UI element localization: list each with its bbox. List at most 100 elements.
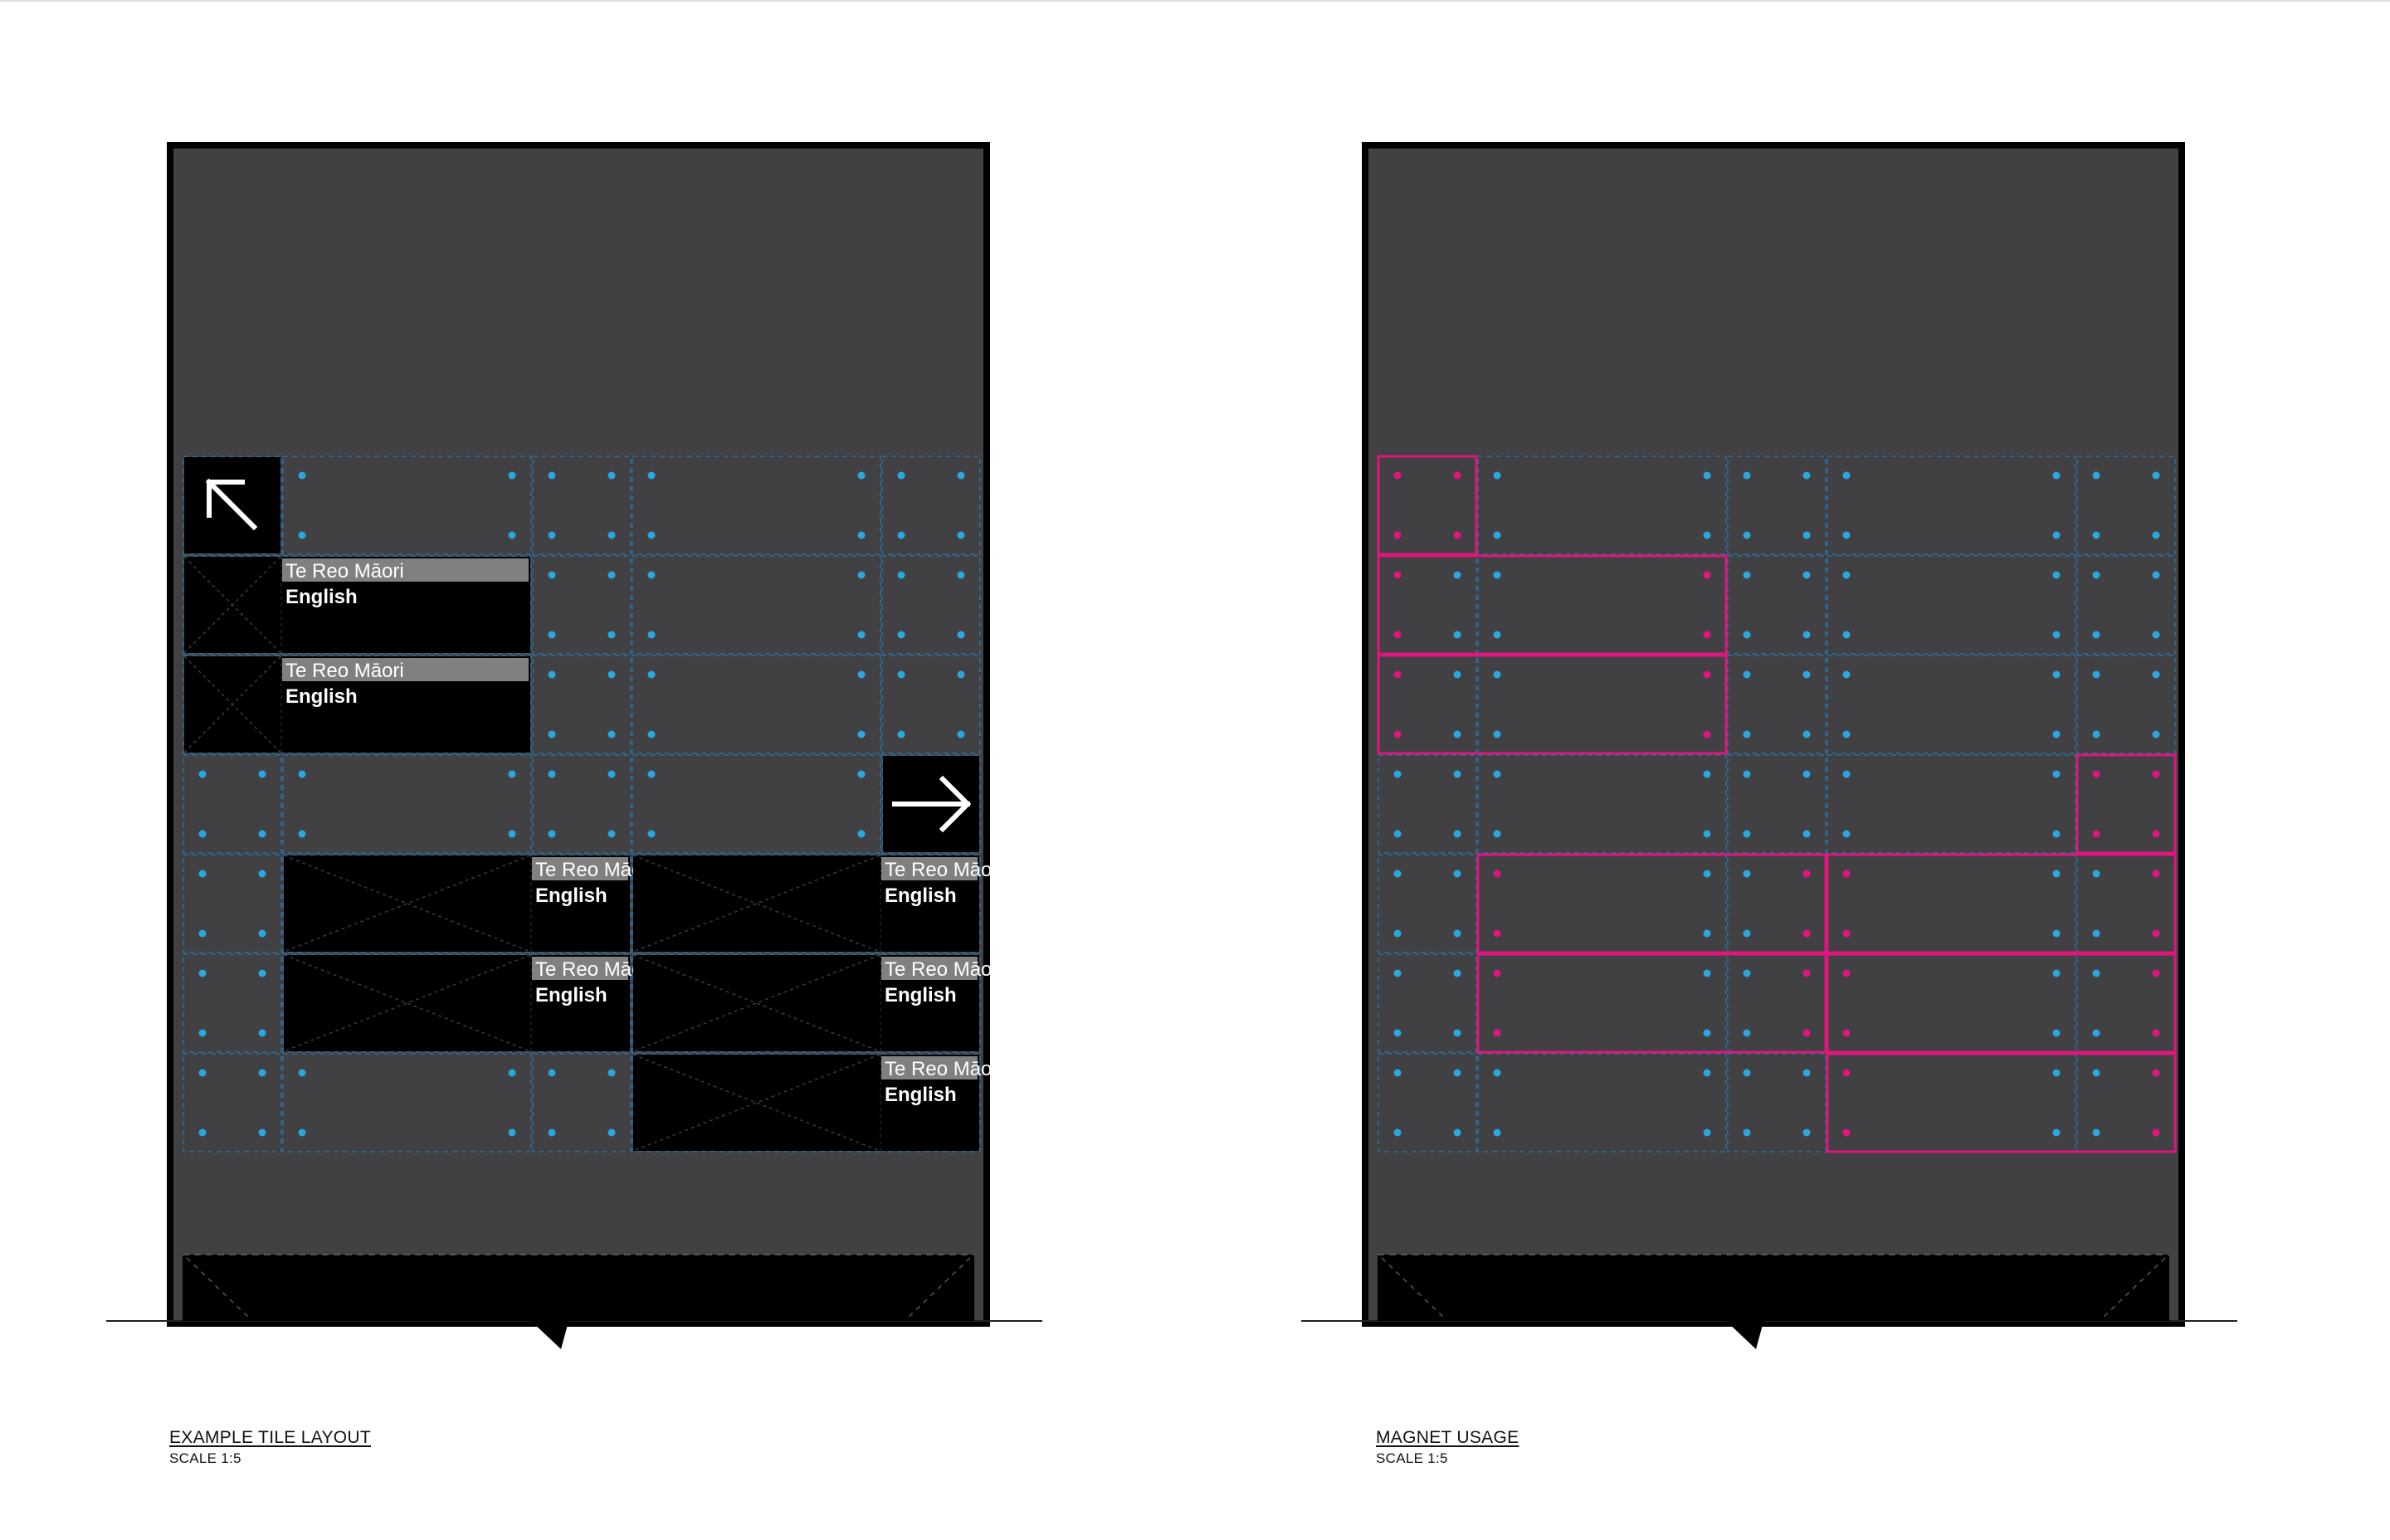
highlight-magnet-dot bbox=[1802, 870, 1811, 878]
magnet-dot bbox=[897, 730, 905, 738]
magnet-dot bbox=[607, 631, 616, 639]
grid-cell bbox=[1477, 754, 1727, 854]
magnet-dot bbox=[1802, 1069, 1811, 1077]
magnet-dot bbox=[2152, 670, 2160, 679]
highlight-magnet-dot bbox=[2152, 929, 2160, 938]
magnet-dot bbox=[2092, 670, 2100, 679]
grid-cell bbox=[1477, 456, 1727, 555]
magnet-dot bbox=[1393, 969, 1402, 977]
grid-cell bbox=[1378, 1053, 1477, 1153]
magnet-dot bbox=[508, 531, 516, 539]
label-band bbox=[282, 658, 529, 681]
grid-cell bbox=[2076, 555, 2176, 655]
magnet-highlight-outline bbox=[1377, 654, 1728, 755]
magnet-dot bbox=[2052, 471, 2061, 480]
magnet-dot bbox=[1453, 1128, 1461, 1137]
grid-cell bbox=[1378, 754, 1477, 854]
magnet-dot bbox=[258, 1128, 266, 1137]
magnet-dots bbox=[198, 471, 965, 1137]
base-trim bbox=[1378, 1254, 2169, 1349]
label-band bbox=[532, 957, 628, 980]
magnet-dot bbox=[1393, 1029, 1402, 1037]
magnet-dot bbox=[1393, 929, 1402, 938]
magnet-dot bbox=[1493, 571, 1501, 579]
magnet-dot bbox=[857, 531, 866, 539]
magnet-highlight-outline bbox=[1476, 853, 1827, 954]
magnet-dot bbox=[1743, 870, 1751, 878]
magnet-dot bbox=[2092, 1069, 2100, 1077]
magnet-dot bbox=[298, 1069, 306, 1077]
grid-cell bbox=[183, 1053, 282, 1153]
magnet-dot bbox=[1743, 1069, 1751, 1077]
magnet-dot bbox=[548, 471, 556, 480]
magnet-dot bbox=[298, 531, 306, 539]
tile-label-english: English bbox=[535, 885, 607, 907]
magnet-dot bbox=[957, 670, 965, 679]
highlight-magnet-dot bbox=[1453, 531, 1461, 539]
magnet-dot bbox=[1802, 1128, 1811, 1137]
highlight-magnet-dot bbox=[1802, 1029, 1811, 1037]
tile-label-english: English bbox=[885, 1084, 957, 1106]
magnet-dot bbox=[607, 1128, 616, 1137]
magnet-dot bbox=[1802, 670, 1811, 679]
magnet-dot bbox=[1842, 571, 1851, 579]
magnet-dot bbox=[198, 1029, 207, 1037]
highlight-magnet-dot bbox=[2152, 830, 2160, 838]
magnet-dot bbox=[1743, 531, 1751, 539]
magnet-dot bbox=[2092, 571, 2100, 579]
magnet-dot bbox=[607, 471, 616, 480]
magnet-dot bbox=[298, 830, 306, 838]
magnet-dot bbox=[2092, 471, 2100, 480]
magnet-dot bbox=[1703, 1029, 1711, 1037]
magnet-dot bbox=[647, 471, 656, 480]
magnet-dot bbox=[258, 929, 266, 938]
highlight-magnet-dot bbox=[2092, 770, 2100, 778]
grid-cell bbox=[1378, 953, 1477, 1053]
magnet-dot bbox=[1703, 969, 1711, 977]
magnet-dot bbox=[1453, 730, 1461, 738]
tile-label-english: English bbox=[885, 885, 957, 907]
magnet-dot bbox=[2052, 770, 2061, 778]
magnet-highlight-outline bbox=[1377, 455, 1478, 556]
magnet-dot bbox=[1743, 571, 1751, 579]
magnet-dot bbox=[508, 1069, 516, 1077]
grid-cell bbox=[1827, 456, 2076, 555]
magnet-dot bbox=[1703, 929, 1711, 938]
tile-label-te-reo-maori: Te Reo Māori bbox=[885, 958, 1003, 981]
grid-cell bbox=[2076, 456, 2176, 555]
magnet-dot bbox=[1802, 471, 1811, 480]
magnet-highlight-outline bbox=[1476, 953, 1827, 1054]
magnet-dot bbox=[2052, 830, 2061, 838]
magnet-dot bbox=[607, 830, 616, 838]
magnet-dot bbox=[2052, 631, 2061, 639]
magnet-dot bbox=[647, 830, 656, 838]
magnet-dot bbox=[897, 670, 905, 679]
magnet-dot bbox=[857, 631, 866, 639]
image-placeholder-icon bbox=[632, 1054, 880, 1152]
magnet-dot bbox=[1802, 830, 1811, 838]
image-placeholder-icon bbox=[183, 655, 281, 753]
magnet-dot bbox=[508, 770, 516, 778]
magnet-dot bbox=[2052, 531, 2061, 539]
magnet-dot bbox=[1802, 571, 1811, 579]
grid-cell bbox=[2076, 655, 2176, 754]
magnet-dot bbox=[1493, 670, 1501, 679]
magnet-dot bbox=[1842, 631, 1851, 639]
magnet-dot bbox=[548, 730, 556, 738]
magnet-dot bbox=[548, 531, 556, 539]
highlight-magnet-dot bbox=[1842, 969, 1851, 977]
magnet-highlight-outline bbox=[1826, 953, 2177, 1054]
highlight-magnet-dot bbox=[1802, 969, 1811, 977]
tile-label-te-reo-maori: Te Reo Māori bbox=[285, 560, 404, 582]
highlight-magnet-dot bbox=[1493, 929, 1501, 938]
magnet-dot bbox=[1703, 1069, 1711, 1077]
magnet-dot bbox=[2052, 929, 2061, 938]
arrow-right-icon bbox=[892, 775, 972, 833]
base-notch bbox=[531, 1294, 591, 1349]
magnet-dot bbox=[1842, 770, 1851, 778]
tile-label-te-reo-maori: Te Reo Māori bbox=[285, 660, 404, 682]
magnet-dot bbox=[548, 1128, 556, 1137]
grid-cell bbox=[532, 456, 632, 555]
magnet-dot bbox=[607, 531, 616, 539]
